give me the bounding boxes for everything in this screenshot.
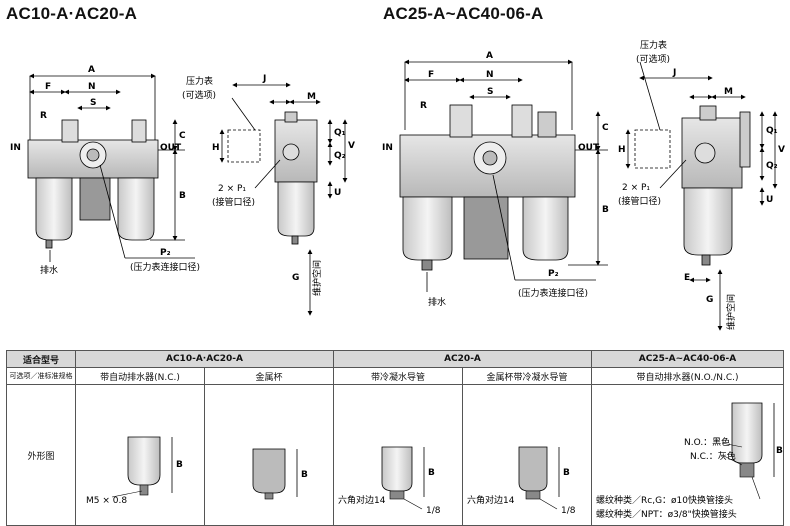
hex14-label-b: 六角对边14 [467,494,515,506]
right-dim-a: A [486,51,493,61]
left-dim-g: G [292,273,299,283]
left-front-view [27,73,195,262]
left-dim-h: H [212,143,220,153]
left-dim-s: S [90,98,96,108]
table-group-ac25-ac40: AC25-A~AC40-06-A [591,350,784,368]
right-dim-g: G [706,295,713,305]
left-dim-q1: Q₁ [334,128,346,138]
right-front-view [399,59,608,292]
drain-guide-drawing: B 六角对边14 1/8 [338,446,441,516]
table-row-label: 外形图 [6,384,76,526]
left-dim-c: C [179,131,186,141]
metal-bowl-dim-b: B [301,470,308,480]
auto-drain-no-nc-dim-b: B [776,446,783,456]
auto-drain-no-nc-drawing: B N.O.：黑色 N.C.：灰色 螺纹种类／Rc,G：ø10快换管接头 螺纹种… [596,402,783,520]
left-gauge-port-label: (压力表连接口径) [130,261,200,273]
right-dim-p2: P₂ [548,269,559,279]
table-sub-options: 可选项／准标准规格 [6,367,76,385]
right-dim-v: V [778,145,785,155]
auto-drain-bowl-drawing: B M5 × 0.8 [86,436,183,506]
right-in-label: IN [382,143,393,153]
right-dim-c: C [602,123,609,133]
right-model-title: AC25-A~AC40-06-A [383,4,544,23]
left-dim-u: U [334,188,341,198]
left-dim-m: M [307,92,316,102]
right-drain-label: 排水 [428,296,446,308]
auto-drain-dim-b: B [176,460,183,470]
left-dim-f: F [45,82,51,92]
cell-auto-drain-no-nc: B N.O.：黑色 N.C.：灰色 螺纹种类／Rc,G：ø10快换管接头 螺纹种… [591,384,784,526]
left-maint-space: 维护空间 [311,260,323,296]
left-out-label: OUT [160,143,182,153]
table-sub-drain-guide: 带冷凝水导管 [333,367,463,385]
no-black-label: N.O.：黑色 [684,436,730,448]
table-sub-metal-bowl-guide: 金属杯带冷凝水导管 [462,367,592,385]
nc-gray-label: N.C.：灰色 [690,450,736,462]
cell-metal-bowl-guide: B 六角对边14 1/8 [462,384,592,526]
left-drain-label: 排水 [40,264,58,276]
left-port-size-label: (接管口径) [212,196,255,208]
thread-type-rc-g: 螺纹种类／Rc,G：ø10快换管接头 [596,494,733,506]
right-out-label: OUT [578,143,600,153]
right-dim-u: U [766,195,773,205]
left-dim-n: N [88,82,96,92]
eighth-label-b: 1/8 [561,506,576,516]
metal-bowl-guide-drawing: B 六角对边14 1/8 [467,446,576,516]
right-dim-j: J [672,68,676,78]
right-gauge-port-label: (压力表连接口径) [518,287,588,299]
eighth-label-a: 1/8 [426,506,441,516]
left-dim-j: J [262,74,266,84]
hex14-label-a: 六角对边14 [338,494,386,506]
options-table: 适合型号 AC10-A·AC20-A AC20-A AC25-A~AC40-06… [6,350,784,526]
metal-guide-dim-b: B [563,468,570,478]
left-dim-q2: Q₂ [334,151,346,161]
right-dim-s: S [487,87,493,97]
right-dim-b: B [602,205,609,215]
right-dim-m: M [724,87,733,97]
table-sub-auto-drain-no-nc: 带自动排水器(N.O./N.C.) [591,367,784,385]
left-dim-p2: P₂ [160,248,171,258]
right-side-view [625,61,778,331]
left-dim-r: R [40,111,47,121]
left-dim-b: B [179,191,186,201]
left-optional-label: (可选项) [182,89,216,101]
cell-auto-drain: B M5 × 0.8 [75,384,205,526]
right-gauge-label: 压力表 [640,39,667,51]
table-group-ac20: AC20-A [333,350,592,368]
right-optional-label: (可选项) [636,53,670,65]
table-sub-auto-drain: 带自动排水器(N.C.) [75,367,205,385]
table-sub-metal-bowl: 金属杯 [204,367,334,385]
left-in-label: IN [10,143,21,153]
table-group-ac10-ac20: AC10-A·AC20-A [75,350,334,368]
right-p1-label: 2 × P₁ [622,183,650,193]
drain-guide-dim-b: B [428,468,435,478]
m5-label: M5 × 0.8 [86,496,127,506]
metal-bowl-drawing: B [252,448,308,500]
left-model-title: AC10-A·AC20-A [6,4,138,23]
left-dim-a: A [88,65,95,75]
left-p1-label: 2 × P₁ [218,184,246,194]
right-dim-f: F [428,70,434,80]
right-dim-q2: Q₂ [766,161,778,171]
dimension-drawings: IN OUT A F N S R C B P₂ (压力表连接口径) 排水 压力表… [10,39,785,331]
right-maint-space: 维护空间 [725,294,737,330]
left-gauge-label: 压力表 [186,75,213,87]
table-header-models: 适合型号 [6,350,76,368]
right-port-size-label: (接管口径) [618,195,661,207]
cell-metal-bowl: B [204,384,334,526]
cell-drain-guide: B 六角对边14 1/8 [333,384,463,526]
right-dim-e: E [684,273,690,283]
right-dim-r: R [420,101,427,111]
right-dim-n: N [486,70,494,80]
right-dim-q1: Q₁ [766,126,778,136]
left-side-view [219,82,348,316]
right-dim-h: H [618,145,626,155]
left-dim-v: V [348,141,355,151]
thread-type-npt: 螺纹种类／NPT：ø3/8"快换管接头 [596,508,737,520]
